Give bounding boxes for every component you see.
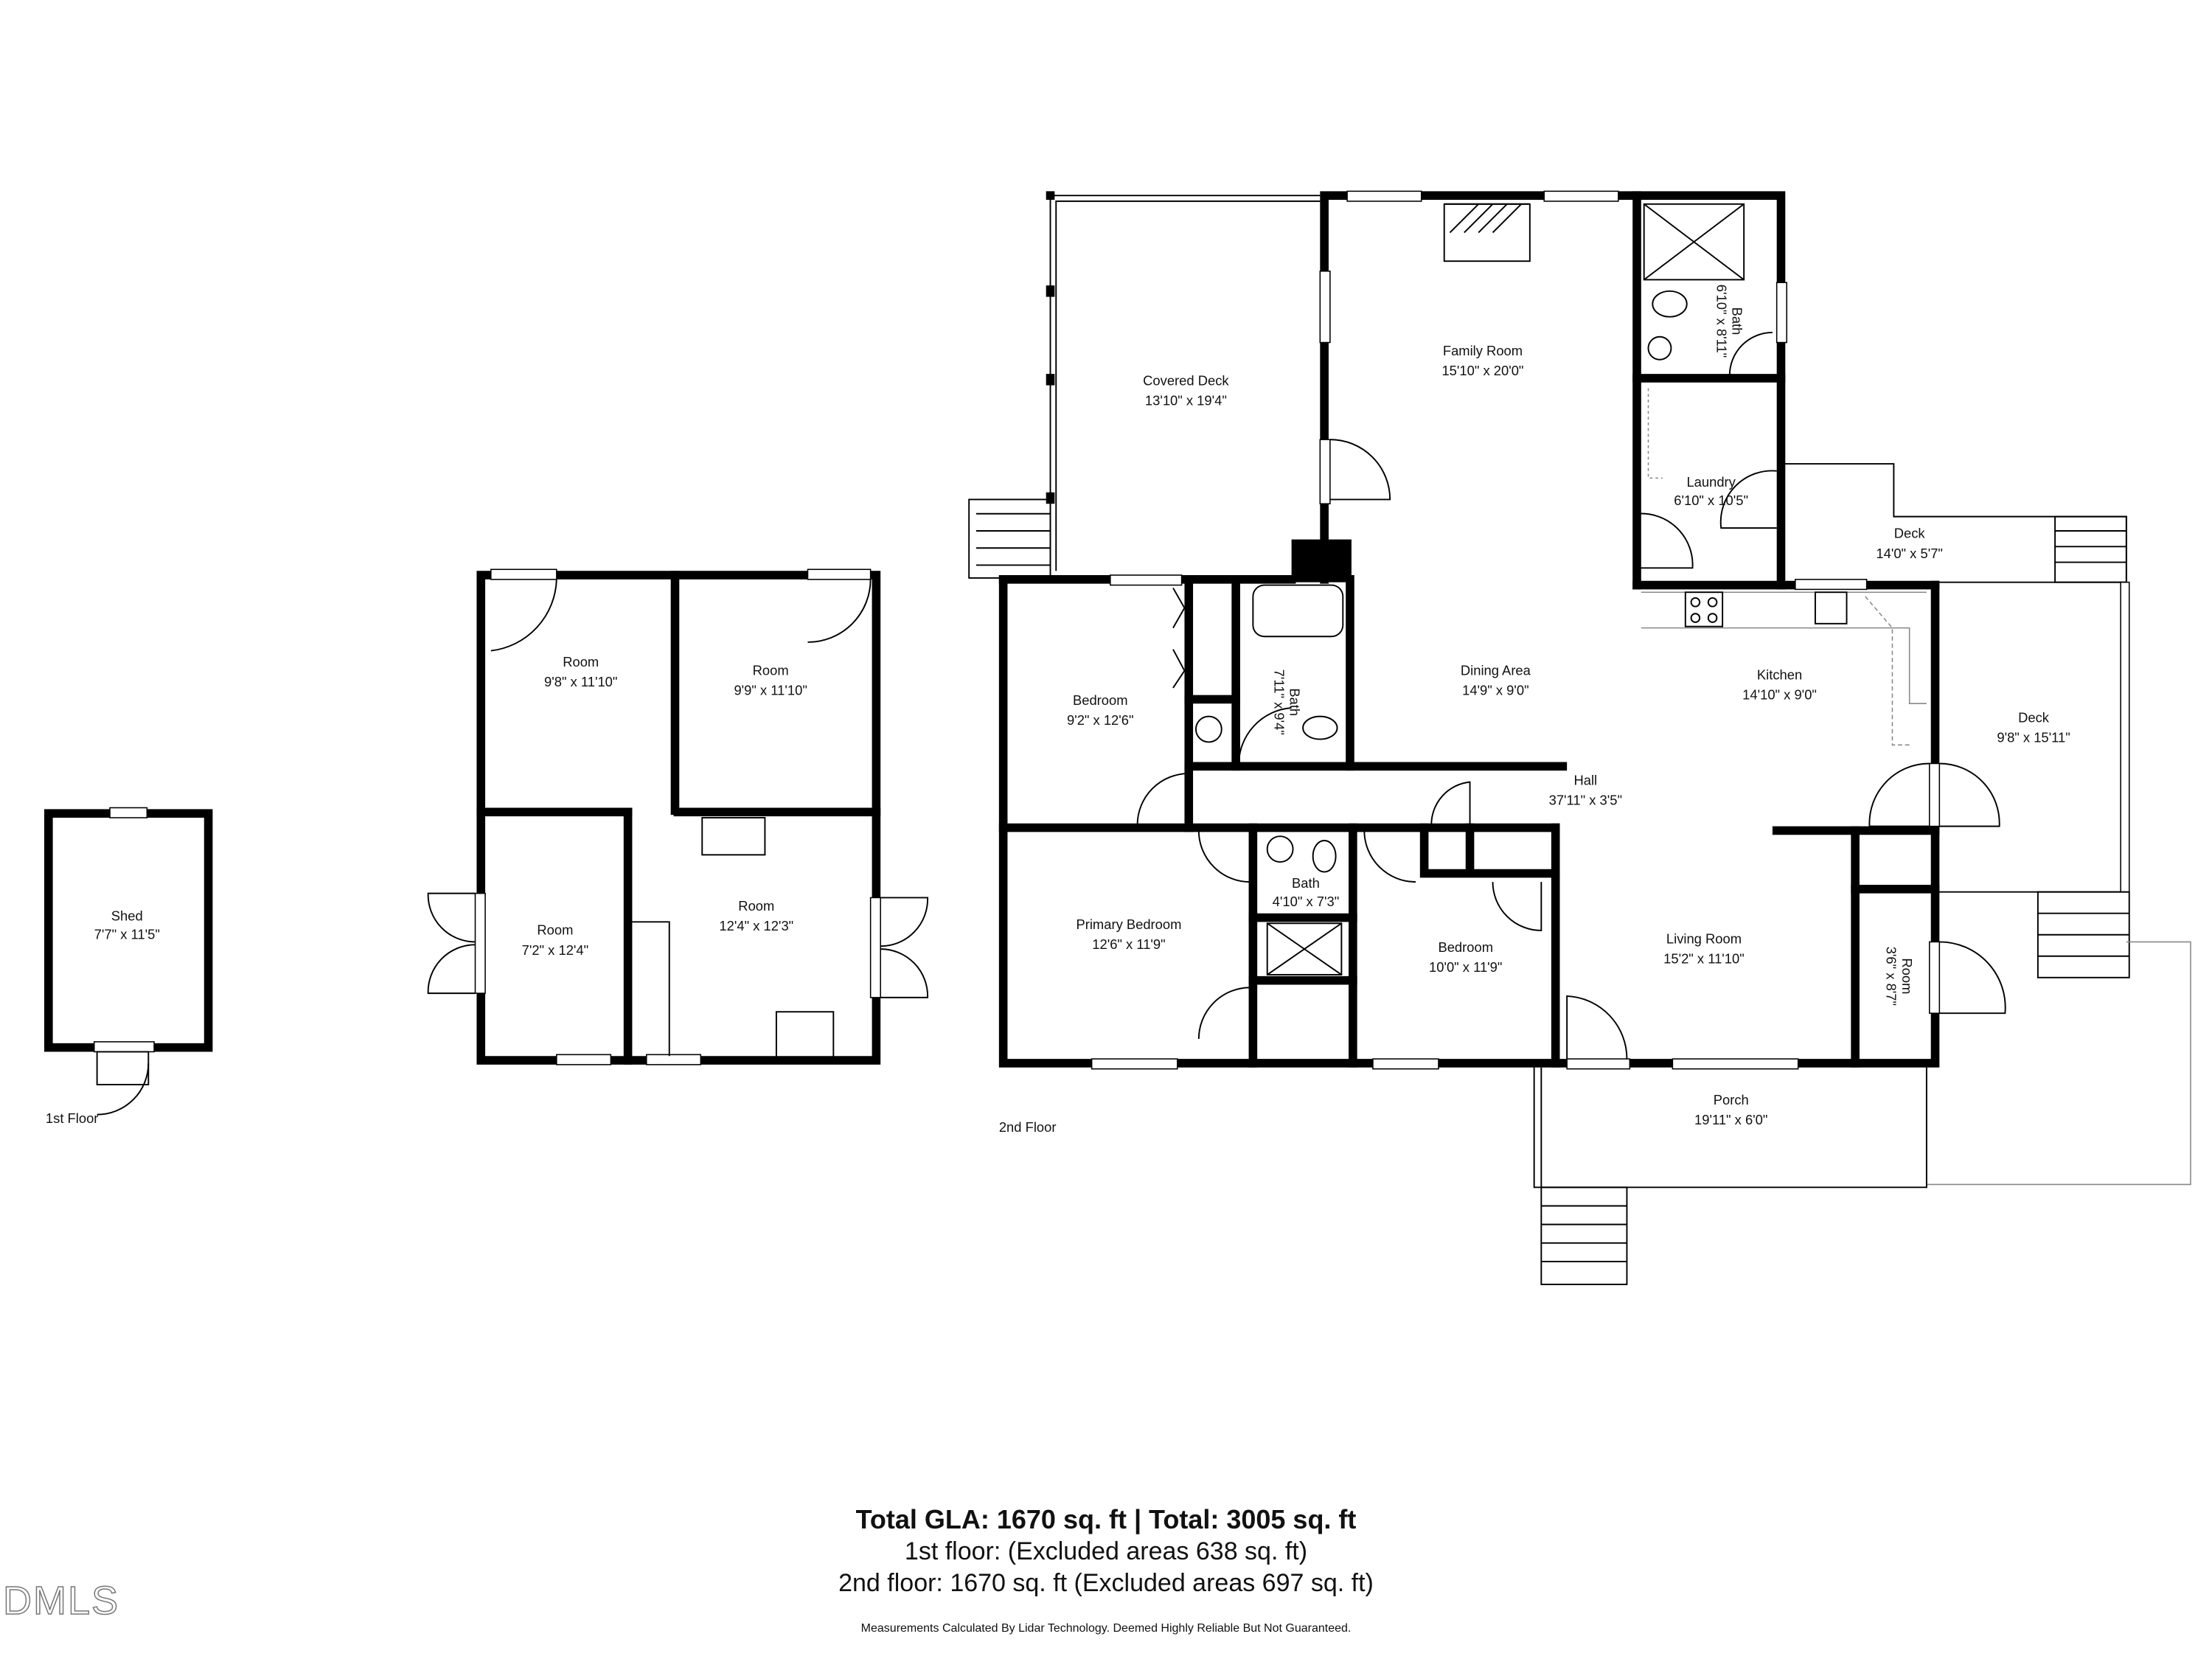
svg-text:Deck: Deck [2018,709,2050,725]
svg-text:19'11" x 6'0": 19'11" x 6'0" [1694,1112,1767,1127]
svg-text:Bath: Bath [1292,875,1320,891]
svg-text:Room: Room [1899,958,1915,994]
svg-text:Room: Room [738,898,774,914]
svg-text:10'0" x 11'9": 10'0" x 11'9" [1429,959,1502,975]
room-label-shed: Shed 7'7" x 11'5" [94,908,160,942]
svg-text:9'8" x 11'10": 9'8" x 11'10" [544,674,617,689]
svg-text:Bath: Bath [1730,307,1745,335]
svg-text:9'9" x 11'10": 9'9" x 11'10" [734,683,807,698]
room-label-laundry: Laundry 6'10" x 10'5" [1674,474,1748,508]
total-area: Total GLA: 1670 sq. ft | Total: 3005 sq.… [855,1504,1357,1534]
svg-text:Kitchen: Kitchen [1757,667,1802,682]
svg-text:Bath: Bath [1287,688,1303,716]
svg-text:15'10" x 20'0": 15'10" x 20'0" [1441,363,1523,378]
svg-text:Deck: Deck [1894,526,1926,541]
svg-text:Bedroom: Bedroom [1073,692,1128,708]
svg-text:12'6" x 11'9": 12'6" x 11'9" [1092,936,1165,952]
svg-text:37'11" x 3'5": 37'11" x 3'5" [1549,793,1622,808]
svg-text:Room: Room [563,654,599,669]
svg-text:Primary Bedroom: Primary Bedroom [1076,917,1181,932]
svg-text:14'0" x 5'7": 14'0" x 5'7" [1876,546,1943,561]
svg-text:Shed: Shed [111,908,143,923]
svg-text:7'2" x 12'4": 7'2" x 12'4" [522,942,589,958]
room-label-3: Room 7'2" x 12'4" [522,922,589,958]
svg-text:Family Room: Family Room [1443,343,1523,358]
svg-text:4'10" x 7'3": 4'10" x 7'3" [1273,894,1340,909]
room-label-2: Room 9'9" x 11'10" [734,662,807,698]
second-floor-label: 2nd Floor [999,1119,1057,1135]
svg-text:6'10" x 10'5": 6'10" x 10'5" [1674,493,1748,508]
svg-text:9'8" x 15'11": 9'8" x 15'11" [1997,729,2070,745]
svg-text:Room: Room [753,662,789,678]
svg-text:Covered Deck: Covered Deck [1143,373,1229,389]
room-label-1: Room 9'8" x 11'10" [544,654,617,689]
svg-text:Room: Room [537,922,573,938]
svg-text:12'4" x 12'3": 12'4" x 12'3" [719,918,793,933]
room-label-dining-area: Dining Area 14'9" x 9'0" [1461,662,1531,698]
svg-text:Porch: Porch [1714,1092,1749,1107]
second-floor-plan [968,190,2191,1285]
shed-plan [44,807,213,1116]
room-label-living-room: Living Room 15'2" x 11'10" [1663,931,1745,966]
svg-text:14'9" x 9'0": 14'9" x 9'0" [1462,683,1529,698]
room-label-primary-bedroom: Primary Bedroom 12'6" x 11'9" [1076,917,1181,952]
room-label-family-room: Family Room 15'10" x 20'0" [1441,343,1523,378]
room-label-bath-primary: Bath 4'10" x 7'3" [1273,875,1340,909]
room-label-covered-deck: Covered Deck 13'10" x 19'4" [1143,373,1229,408]
svg-text:Dining Area: Dining Area [1461,662,1531,678]
svg-text:7'7" x 11'5": 7'7" x 11'5" [94,927,160,942]
dmls-logo: DMLS [2,1578,120,1624]
svg-text:Living Room: Living Room [1666,931,1742,946]
svg-text:Bedroom: Bedroom [1438,939,1493,955]
svg-text:15'2" x 11'10": 15'2" x 11'10" [1663,950,1745,966]
second-floor-area: 2nd floor: 1670 sq. ft (Excluded areas 6… [838,1569,1374,1597]
svg-text:Laundry: Laundry [1686,474,1736,490]
room-label-4: Room 12'4" x 12'3" [719,898,793,933]
svg-text:14'10" x 9'0": 14'10" x 9'0" [1742,686,1817,702]
room-label-porch: Porch 19'11" x 6'0" [1694,1092,1767,1127]
first-floor-area: 1st floor: (Excluded areas 638 sq. ft) [904,1537,1308,1565]
room-label-bedroom-1: Bedroom 9'2" x 12'6" [1067,692,1134,728]
svg-text:6'10" x 8'11": 6'10" x 8'11" [1714,285,1729,358]
disclaimer: Measurements Calculated By Lidar Technol… [860,1622,1352,1635]
room-label-deck-right: Deck 9'8" x 15'11" [1997,709,2070,745]
svg-text:9'2" x 12'6": 9'2" x 12'6" [1067,712,1134,728]
room-label-bedroom-2: Bedroom 10'0" x 11'9" [1429,939,1502,975]
svg-text:7'11" x 9'4": 7'11" x 9'4" [1271,669,1287,735]
svg-text:Hall: Hall [1573,773,1597,788]
room-label-kitchen: Kitchen 14'10" x 9'0" [1742,667,1817,702]
svg-text:13'10" x 19'4": 13'10" x 19'4" [1145,393,1227,408]
room-label-hall: Hall 37'11" x 3'5" [1549,773,1622,808]
first-floor-plan [427,568,929,1065]
svg-text:3'6" x 8'7": 3'6" x 8'7" [1884,947,1899,1006]
first-floor-label: 1st Floor [46,1110,98,1126]
room-label-deck-top: Deck 14'0" x 5'7" [1876,526,1943,561]
